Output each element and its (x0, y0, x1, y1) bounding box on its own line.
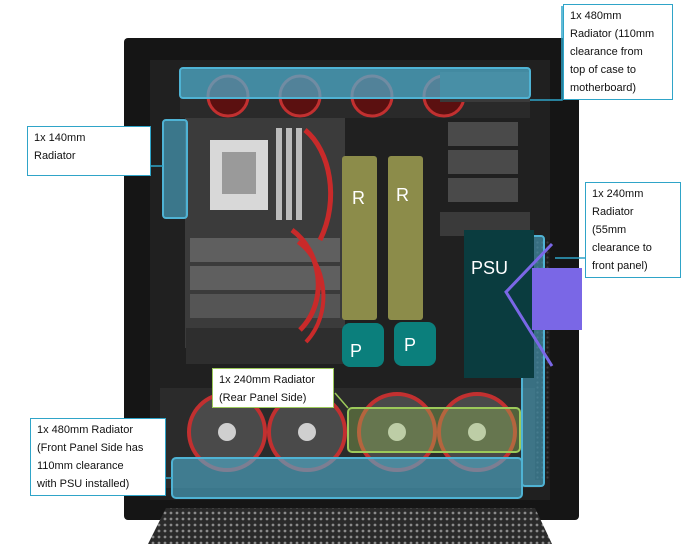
reservoir-1-label: R (352, 188, 365, 208)
bottom-480-radiator-highlight (171, 457, 523, 499)
label-right-240-radiator: 1x 240mm Radiator (55mm clearance to fro… (585, 182, 681, 278)
reservoir-2: R (388, 156, 423, 320)
label-left-140-text: 1x 140mm Radiator (34, 132, 86, 162)
reservoir-1: R (342, 156, 377, 320)
label-rear-240-radiator: 1x 240mm Radiator (Rear Panel Side) (212, 368, 334, 408)
motherboard (185, 118, 346, 364)
leader-lines (150, 6, 585, 479)
top-480-radiator-highlight (179, 67, 531, 99)
pump-2: P (394, 322, 436, 366)
radiator-highlights (162, 67, 545, 499)
pump-1-label: P (350, 341, 362, 361)
label-top-480-text: 1x 480mm Radiator (110mm clearance from … (570, 10, 655, 94)
label-rear-240-text: 1x 240mm Radiator (Rear Panel Side) (219, 374, 315, 404)
psu-block: PSU (464, 230, 534, 378)
label-bottom-480-text: 1x 480mm Radiator (Front Panel Side has … (37, 424, 144, 490)
front-panel-marker (504, 242, 582, 367)
left-140-radiator-highlight (162, 119, 188, 219)
pump-2-label: P (404, 335, 416, 355)
label-right-240-text: 1x 240mm Radiator (55mm clearance to fro… (592, 188, 652, 272)
label-bottom-480-radiator: 1x 480mm Radiator (Front Panel Side has … (30, 418, 166, 496)
label-top-480-radiator: 1x 480mm Radiator (110mm clearance from … (563, 4, 673, 100)
leader-rear-240 (334, 392, 349, 409)
label-left-140-radiator: 1x 140mm Radiator (27, 126, 151, 176)
reservoir-2-label: R (396, 185, 409, 205)
psu-label: PSU (471, 258, 508, 278)
leader-top-480 (530, 6, 563, 101)
bottom-mesh-stand (148, 508, 552, 544)
pump-1: P (342, 323, 384, 367)
rear-240-radiator-highlight (347, 407, 521, 453)
